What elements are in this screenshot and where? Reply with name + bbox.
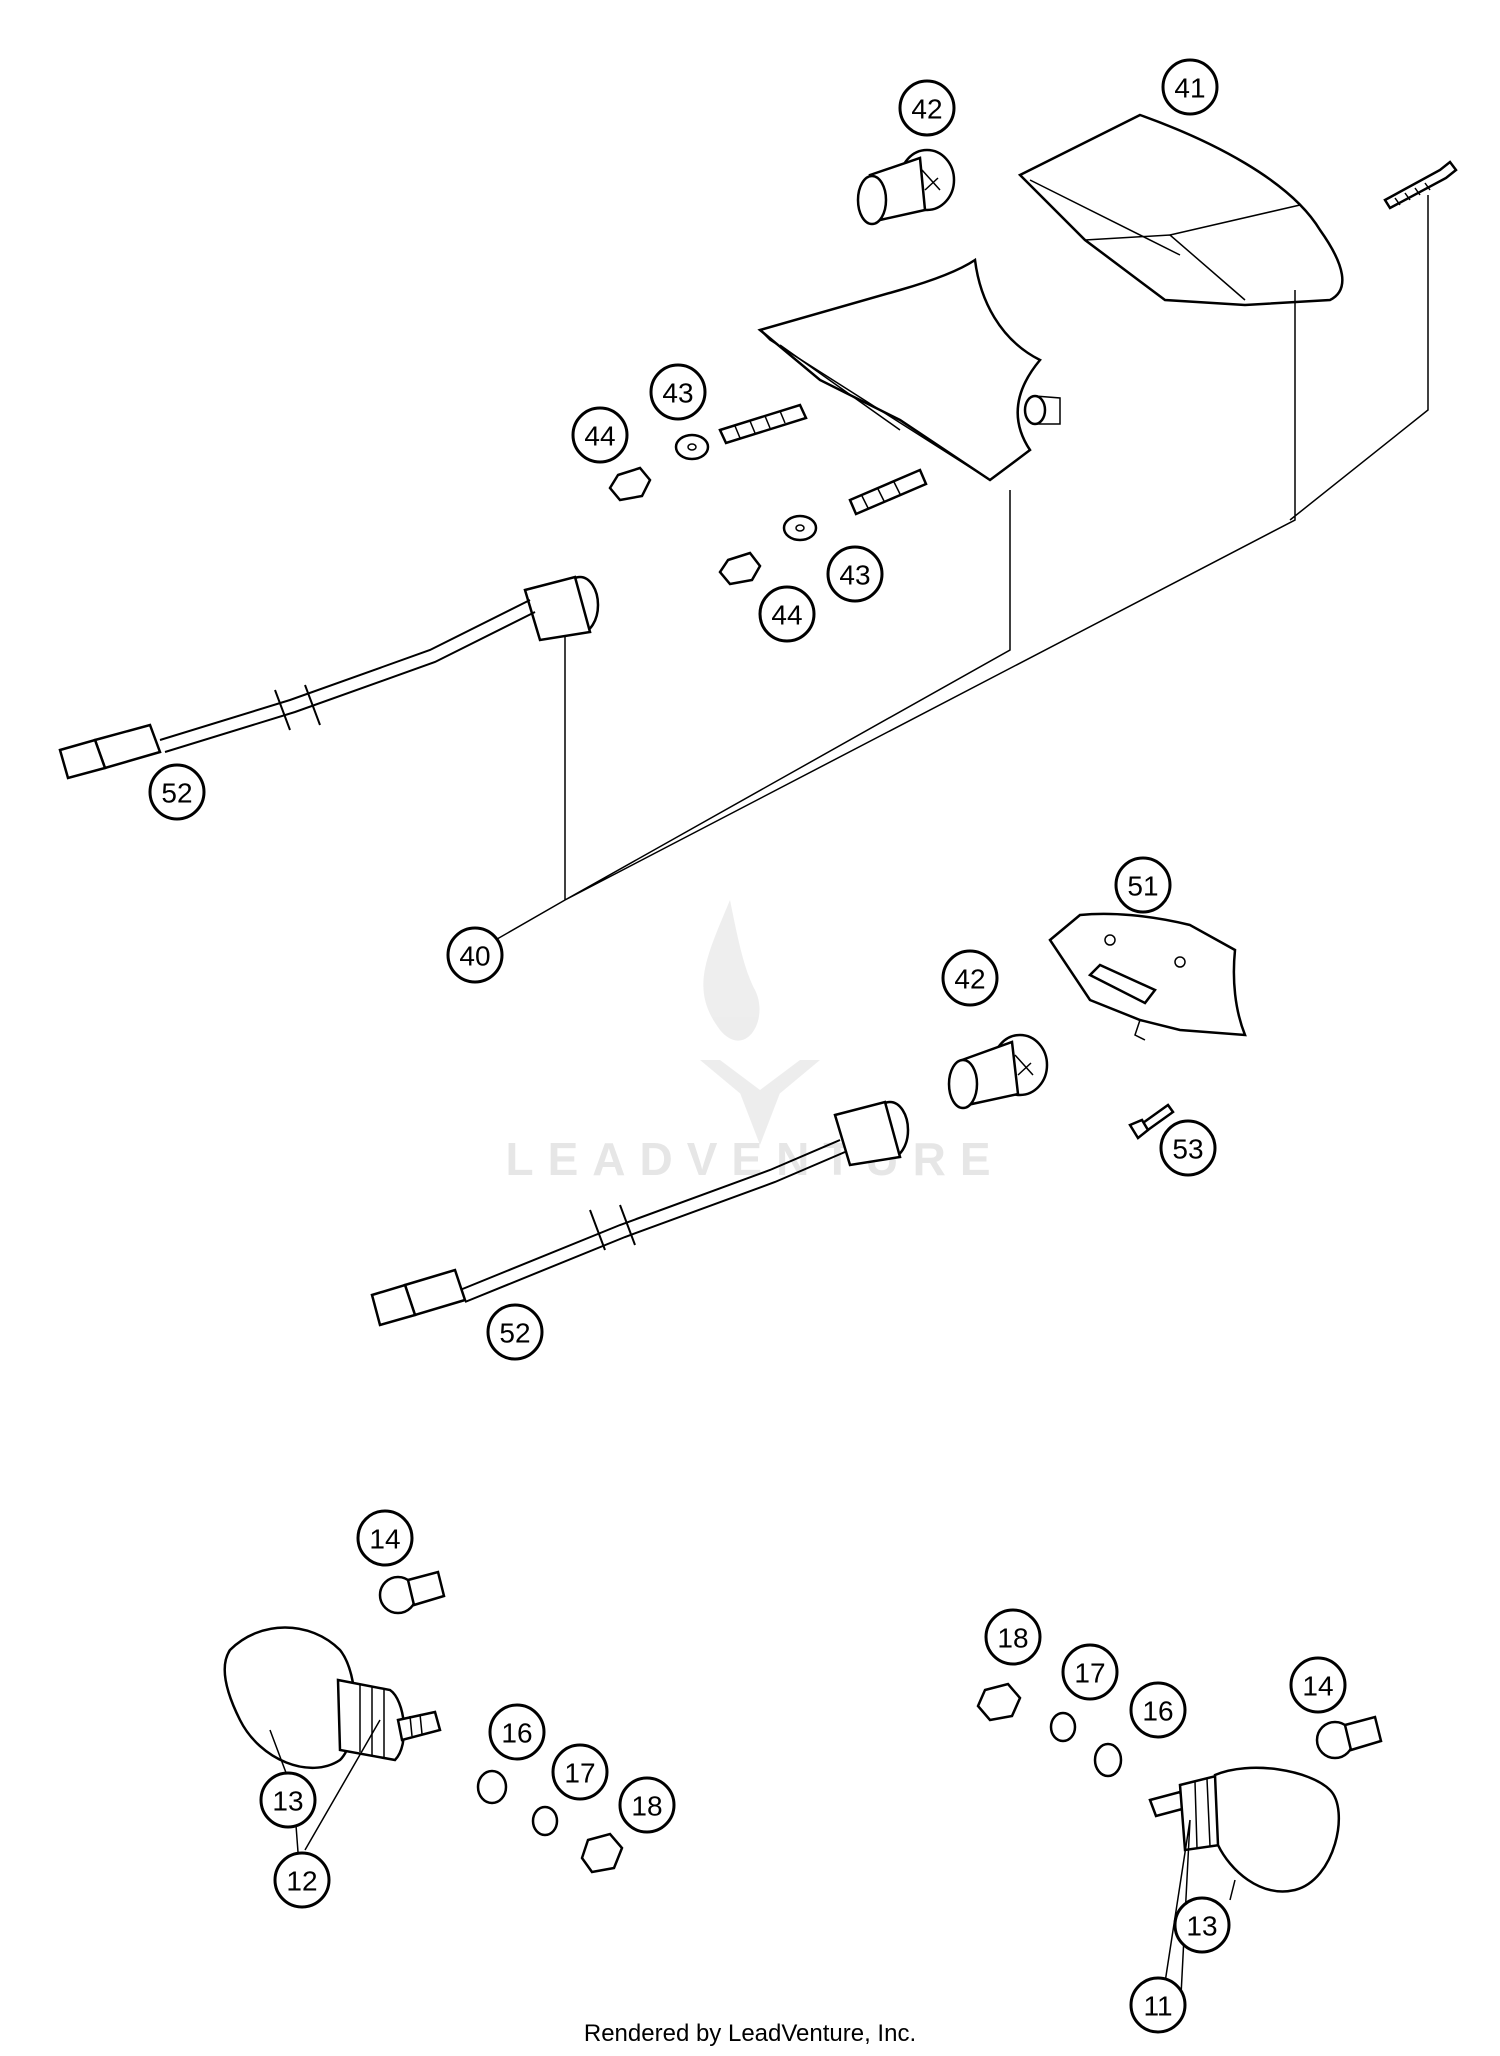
callout-17-left: 17 [551,1743,609,1801]
right-lockwasher-17 [1049,1711,1077,1743]
footer-credit: Rendered by LeadVenture, Inc. [583,2020,917,2047]
tail-light-housing [757,257,1061,482]
license-light-housing-51 [1048,912,1247,1041]
svg-text:13: 13 [272,1786,303,1817]
tail-light-lens [1017,113,1344,307]
license-bulb-42 [947,1033,1049,1110]
callout-16-left: 16 [488,1703,546,1761]
svg-text:18: 18 [631,1791,662,1822]
right-washer-16 [1093,1742,1123,1778]
callout-44-b: 44 [758,585,816,643]
washer-43a [674,433,710,461]
svg-text:42: 42 [911,94,942,125]
callout-40: 40 [446,926,504,984]
svg-text:18: 18 [997,1623,1028,1654]
svg-text:11: 11 [1143,1991,1172,2022]
svg-text:13: 13 [1186,1911,1217,1942]
callout-18-left: 18 [618,1776,676,1834]
washer-43b [782,514,818,542]
svg-text:44: 44 [584,421,615,452]
svg-text:52: 52 [161,778,192,809]
left-nut-18 [580,1832,624,1874]
svg-text:12: 12 [286,1866,317,1897]
callout-11: 11 [1129,1976,1187,2034]
leader-40 [477,195,1429,951]
svg-text:43: 43 [662,378,693,409]
callout-43-b: 43 [826,545,884,603]
left-bulb-14 [378,1570,446,1615]
callout-14-right: 14 [1289,1656,1347,1714]
callout-16-right: 16 [1129,1681,1187,1739]
right-nut-18 [976,1682,1022,1722]
callout-51: 51 [1114,856,1172,914]
nut-44b [718,551,762,586]
callout-41: 41 [1161,58,1219,116]
callout-53: 53 [1159,1119,1217,1177]
callout-17-right: 17 [1061,1643,1119,1701]
svg-text:40: 40 [459,941,490,972]
svg-text:44: 44 [771,600,802,631]
svg-text:53: 53 [1172,1134,1203,1165]
callout-12: 12 [273,1851,331,1909]
left-lockwasher-17 [531,1805,559,1837]
tail-bulb-top [856,148,956,226]
left-signal-lens [223,1626,442,1770]
tail-socket-harness [58,575,600,780]
right-bulb-14 [1315,1715,1383,1760]
svg-text:52: 52 [499,1318,530,1349]
callout-42-top: 42 [898,79,956,137]
left-washer-16 [476,1769,508,1805]
svg-text:17: 17 [1074,1658,1105,1689]
svg-text:16: 16 [1142,1696,1173,1727]
callout-52-top: 52 [148,763,206,821]
housing-studs [718,403,928,516]
license-screw-53 [1128,1103,1175,1140]
svg-text:16: 16 [501,1718,532,1749]
watermark-text: LEADVENTURE [505,1133,1004,1185]
callout-18-right: 18 [984,1608,1042,1666]
callout-44-a: 44 [571,406,629,464]
lens-screw [1383,160,1458,210]
callout-14-left: 14 [356,1509,414,1567]
svg-text:42: 42 [954,964,985,995]
license-socket-harness [370,1100,910,1327]
svg-text:43: 43 [839,560,870,591]
svg-text:14: 14 [1302,1671,1333,1702]
nut-44a [608,466,652,502]
svg-text:14: 14 [369,1524,400,1555]
callout-13-right: 13 [1173,1896,1231,1954]
svg-text:17: 17 [564,1758,595,1789]
watermark-logo [700,900,820,1145]
callout-13-left: 13 [259,1771,317,1829]
callout-52-mid: 52 [486,1303,544,1361]
callout-43-a: 43 [649,363,707,421]
svg-text:41: 41 [1174,73,1205,104]
svg-text:51: 51 [1127,871,1158,902]
callout-42-mid: 42 [941,949,999,1007]
right-signal-lens [1148,1766,1340,1893]
